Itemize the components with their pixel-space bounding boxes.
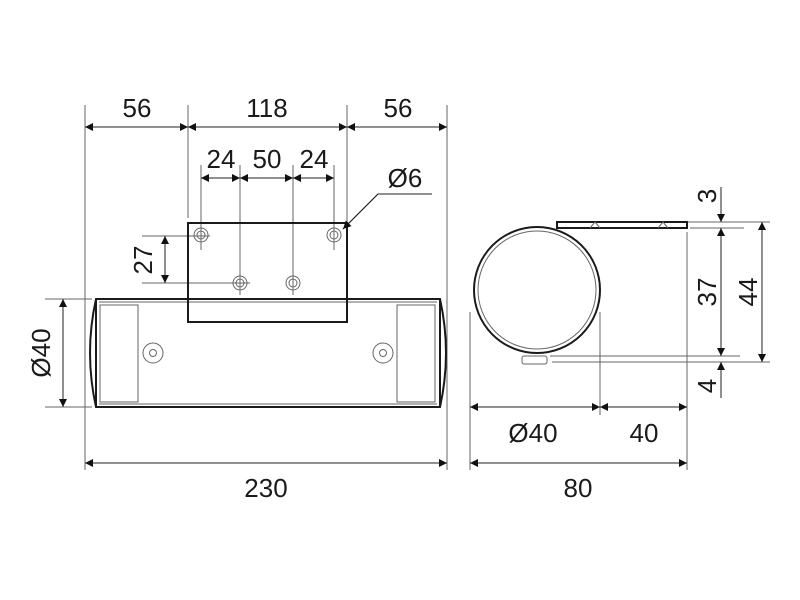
side-dimension-lines [470,187,766,467]
tube-section [473,226,601,354]
mounting-plate [187,222,348,323]
dim-hole-spacing-left: 24 [207,144,236,174]
dim-hole-vertical-offset: 27 [128,246,158,275]
dim-tube-diameter: Ø40 [26,328,56,377]
dim-height-total: 44 [733,278,763,307]
side-extension-lines [469,221,770,470]
side-plate [556,221,688,229]
dim-plate-thickness: 3 [692,189,722,203]
front-view: 56 118 56 24 50 24 Ø6 27 Ø40 230 [26,93,448,503]
dim-overall-depth: 80 [564,473,593,503]
dim-foot-height: 4 [692,379,722,393]
dim-projection: 40 [630,418,659,448]
dim-hole-diameter: Ø6 [388,163,423,193]
dim-overall-width: 230 [244,473,287,503]
front-dimension-lines [59,123,447,467]
dim-left-offset: 56 [123,93,152,123]
tube-body [89,298,447,408]
dim-hole-spacing-mid: 50 [253,144,282,174]
plate-holes [193,227,342,291]
dim-right-offset: 56 [384,93,413,123]
foot [521,355,548,365]
dim-height-inner: 37 [692,278,722,307]
dim-plate-width: 118 [246,93,287,123]
dim-hole-spacing-right: 24 [300,144,329,174]
side-view: Ø40 40 80 3 37 44 4 [469,187,770,503]
dim-side-tube-diameter: Ø40 [508,418,557,448]
